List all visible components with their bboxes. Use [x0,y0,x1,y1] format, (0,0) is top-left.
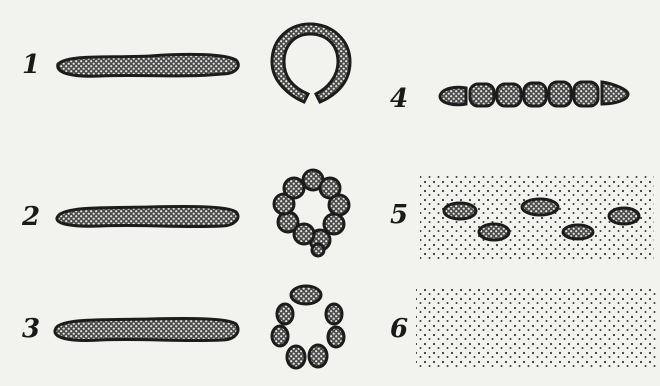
stage-1-rod [58,54,239,76]
stage-3-bead-ring [272,286,344,368]
label-6: 6 [390,316,408,342]
stage-4-chain [440,82,628,106]
stage-3-rod [55,319,238,341]
stage-6-field [416,288,656,368]
stage-1-ring [272,24,350,102]
label-4: 4 [390,86,408,112]
label-5: 5 [390,202,408,228]
label-2: 2 [22,204,40,230]
label-3: 3 [22,316,40,342]
label-1: 1 [22,52,40,78]
stage-2-rod [57,207,238,227]
stage-2-beaded-ring [274,170,349,256]
